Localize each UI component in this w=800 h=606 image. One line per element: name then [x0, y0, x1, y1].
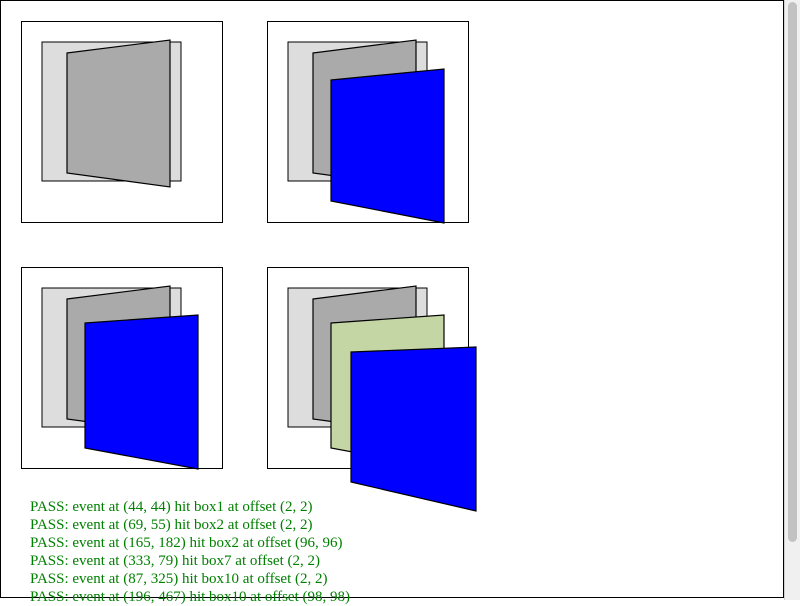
page-frame: [0, 0, 784, 598]
test-container-3: [21, 267, 223, 469]
result-line: PASS: event at (44, 44) hit box1 at offs…: [30, 499, 313, 515]
result-line: PASS: event at (87, 325) hit box10 at of…: [30, 571, 328, 587]
result-line: PASS: event at (333, 79) hit box7 at off…: [30, 553, 320, 569]
box7[interactable]: [330, 68, 445, 224]
test-results: PASS: event at (44, 44) hit box1 at offs…: [30, 498, 350, 606]
test-container-2: [267, 21, 469, 223]
box10[interactable]: [84, 314, 199, 470]
result-line: PASS: event at (69, 55) hit box2 at offs…: [30, 517, 313, 533]
box2[interactable]: [66, 39, 171, 188]
test-container-1: [21, 21, 223, 223]
vertical-scrollbar[interactable]: [784, 0, 800, 600]
result-line: PASS: event at (196, 467) hit box10 at o…: [30, 589, 350, 605]
result-line: PASS: event at (165, 182) hit box2 at of…: [30, 535, 343, 551]
box14[interactable]: [350, 346, 477, 512]
scrollbar-thumb[interactable]: [788, 2, 797, 542]
